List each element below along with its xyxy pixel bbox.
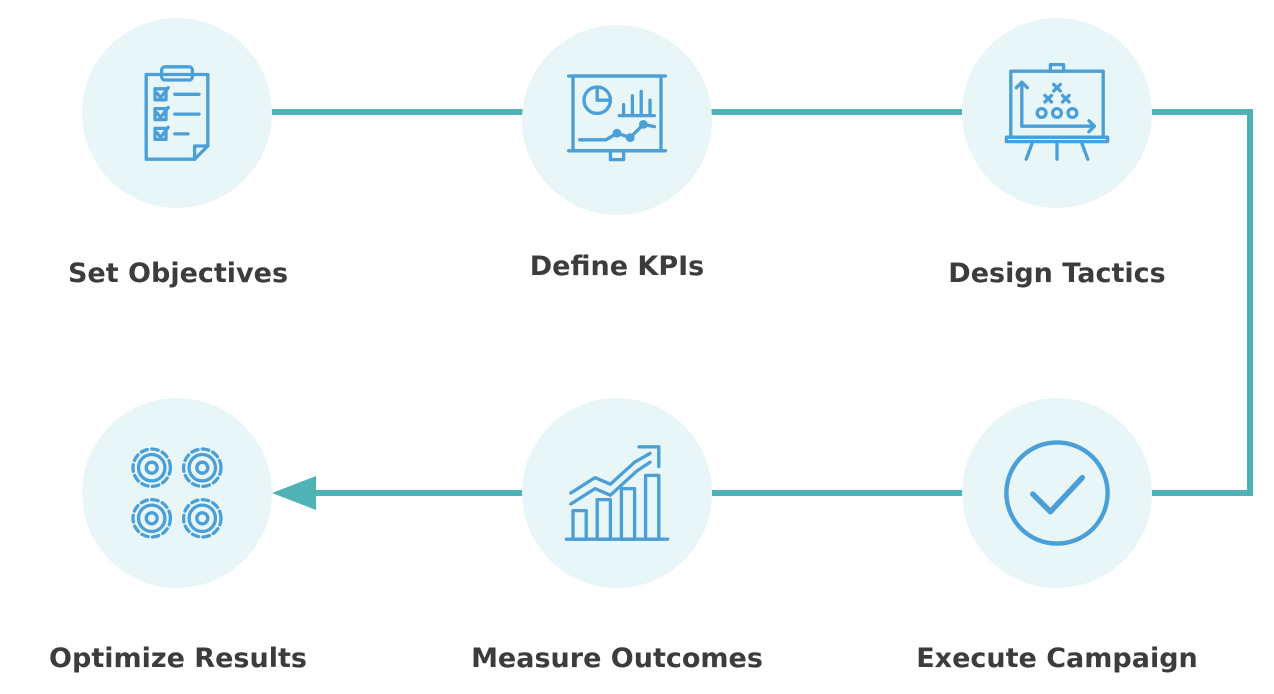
step-define-kpis (522, 25, 712, 215)
step-label: Define KPIs (529, 251, 705, 282)
step-label: Set Objectives (67, 258, 289, 289)
growth-bar-chart-icon (564, 445, 670, 541)
gears-icon (131, 447, 223, 539)
step-label: Design Tactics (948, 258, 1166, 289)
flow-arrowhead (272, 476, 316, 510)
step-optimize-results (82, 398, 272, 588)
clipboard-checklist-icon (144, 65, 210, 161)
step-label: Optimize Results (49, 643, 307, 674)
check-circle-icon (1004, 440, 1110, 546)
step-execute-campaign (962, 398, 1152, 588)
step-set-objectives (82, 18, 272, 208)
step-design-tactics (962, 18, 1152, 208)
step-label: Measure Outcomes (471, 643, 763, 674)
tactics-board-icon (1004, 62, 1110, 161)
presentation-chart-icon (566, 74, 668, 162)
step-measure-outcomes (522, 398, 712, 588)
connector-path (270, 109, 1253, 496)
step-label: Execute Campaign (916, 643, 1198, 674)
